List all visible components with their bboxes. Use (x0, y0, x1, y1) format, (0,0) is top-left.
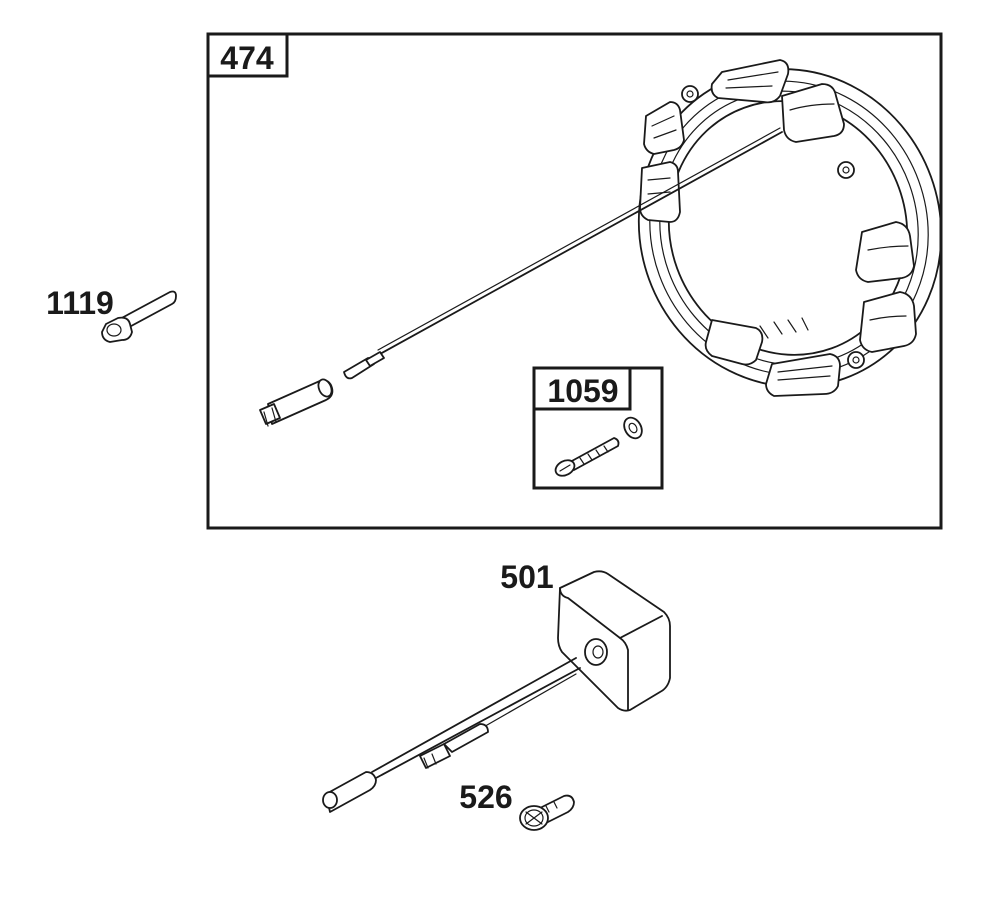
part-1119-group: 1119 (46, 285, 177, 343)
part-1119-label[interactable]: 1119 (46, 285, 114, 321)
rectifier-module[interactable] (557, 570, 671, 712)
stator-coil-pads (639, 59, 917, 397)
stator-lead-wire[interactable] (343, 127, 783, 380)
stator-mount-bosses (681, 85, 865, 369)
terminal-connector[interactable] (259, 377, 334, 427)
stator-screw[interactable] (553, 437, 620, 479)
part-526-label[interactable]: 526 (459, 779, 512, 815)
kit-474-label-box (206, 32, 289, 78)
washer[interactable] (621, 414, 646, 441)
alternator-stator[interactable] (594, 26, 985, 429)
part-474-label[interactable]: 474 (220, 40, 274, 76)
flange-screw-526[interactable] (519, 794, 575, 831)
kit-1059-label-box (532, 366, 632, 411)
kit-474-group: 474 (206, 26, 985, 530)
kit-474-frame (206, 32, 943, 530)
rectifier-lead-wires[interactable] (322, 657, 581, 813)
part-526-group: 526 (459, 779, 575, 831)
flange-bolt-1119[interactable] (101, 290, 177, 343)
part-501-label[interactable]: 501 (500, 559, 553, 595)
part-1059-label[interactable]: 1059 (547, 373, 618, 409)
part-501-group: 501 (322, 559, 671, 813)
kit-1059-group: 1059 (532, 366, 664, 490)
